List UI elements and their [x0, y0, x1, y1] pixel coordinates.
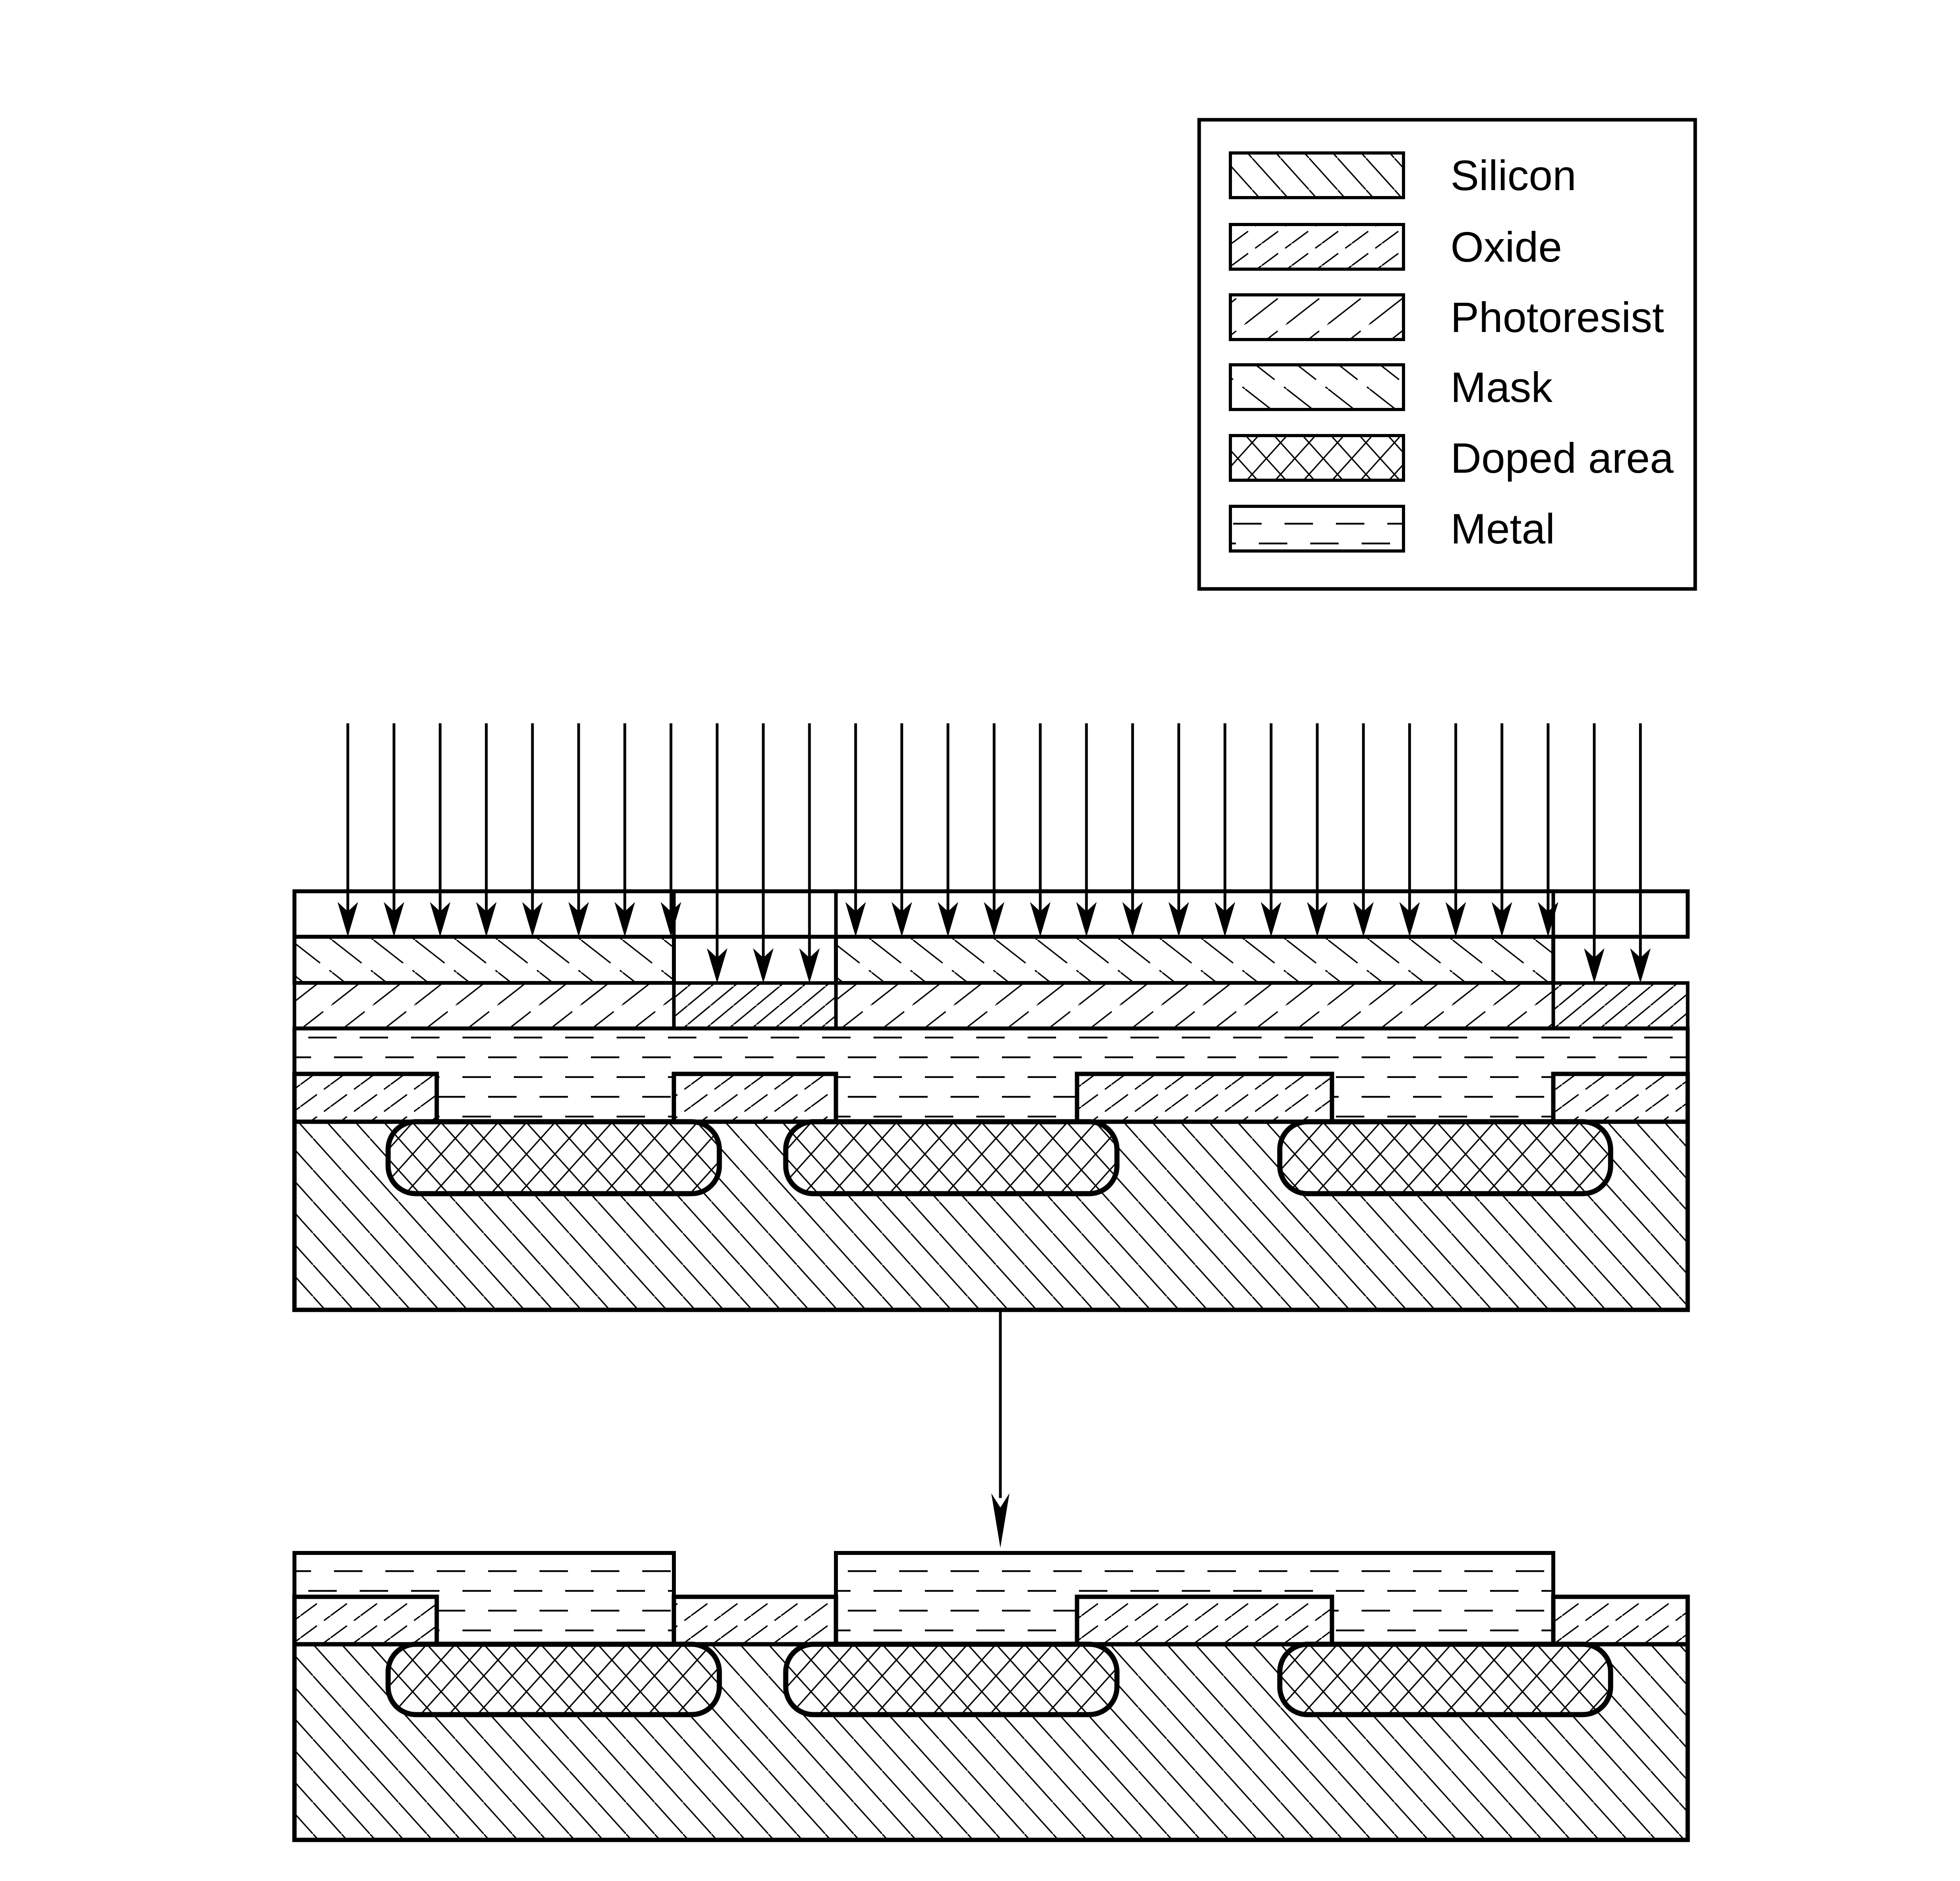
doped-area-result-1 [385, 1641, 722, 1717]
uv-ray-arrowhead-icon [522, 902, 543, 937]
uv-ray-arrowhead-icon [1445, 902, 1466, 937]
legend: Silicon Oxide Photoresist Mask Doped are… [1197, 118, 1697, 591]
uv-ray-arrowhead-icon [753, 948, 774, 983]
legend-swatch-doped-icon [1229, 434, 1405, 482]
oxide-bump-2 [672, 1072, 838, 1124]
legend-label-metal: Metal [1451, 505, 1555, 553]
uv-ray-arrowhead-icon [1122, 902, 1143, 937]
uv-ray-arrowhead-icon [1215, 902, 1236, 937]
uv-ray-arrowhead-icon [707, 948, 728, 983]
process-step-arrow-icon [991, 1310, 1009, 1548]
legend-swatch-mask-icon [1229, 363, 1405, 411]
uv-ray-arrowhead-icon [891, 902, 912, 937]
photoresist-unexposed-middle [834, 981, 1555, 1030]
oxide-bump-4 [1551, 1072, 1690, 1124]
oxide-bump-1 [292, 1072, 439, 1124]
oxide-bump-result-1 [292, 1594, 439, 1647]
uv-ray-arrowhead-icon [938, 902, 958, 937]
mask-segment-right [834, 935, 1555, 985]
oxide-bump-result-4 [1551, 1594, 1690, 1647]
uv-ray-arrowhead-icon [383, 902, 404, 937]
uv-ray-arrowhead-icon [1353, 902, 1374, 937]
doped-area-2 [783, 1119, 1120, 1196]
legend-label-doped: Doped area [1451, 434, 1674, 482]
metal-layer [292, 1026, 1690, 1124]
uv-ray-arrowhead-icon [1261, 902, 1281, 937]
legend-label-photoresist: Photoresist [1451, 293, 1664, 341]
photoresist-exposed-left [672, 981, 838, 1030]
uv-ray-arrowhead-icon [1307, 902, 1328, 937]
doped-area-3 [1277, 1119, 1613, 1196]
uv-ray-arrowhead-icon [1076, 902, 1097, 937]
mask-segment-left [292, 935, 676, 985]
uv-light-arrows [338, 723, 1651, 983]
uv-ray-arrowhead-icon [338, 902, 358, 937]
oxide-bump-result-3 [1075, 1594, 1334, 1647]
doped-area-result-3 [1277, 1641, 1613, 1717]
oxide-bump-3 [1075, 1072, 1334, 1124]
photoresist-unexposed-left [292, 981, 676, 1030]
doped-area-1 [385, 1119, 722, 1196]
uv-ray-arrowhead-icon [1630, 948, 1651, 983]
legend-label-silicon: Silicon [1451, 151, 1576, 199]
uv-ray-arrowhead-icon [984, 902, 1005, 937]
uv-ray-arrowhead-icon [845, 902, 866, 937]
uv-ray-arrowhead-icon [1537, 902, 1558, 937]
uv-ray-arrowhead-icon [476, 902, 497, 937]
uv-ray-arrowhead-icon [430, 902, 451, 937]
uv-ray-arrowhead-icon [1492, 902, 1512, 937]
legend-swatch-photoresist-icon [1229, 293, 1405, 341]
process-step-arrow-head [991, 1493, 1009, 1548]
legend-label-oxide: Oxide [1451, 223, 1562, 271]
doped-area-result-2 [783, 1641, 1120, 1717]
legend-label-mask: Mask [1451, 363, 1553, 411]
uv-ray-arrowhead-icon [1399, 902, 1420, 937]
legend-swatch-oxide-icon [1229, 223, 1405, 271]
uv-ray-arrowhead-icon [660, 902, 681, 937]
result-cross-section [292, 1551, 1690, 1842]
uv-ray-arrowhead-icon [1030, 902, 1051, 937]
legend-swatch-metal-icon [1229, 505, 1405, 553]
photoresist-exposed-right [1551, 981, 1690, 1030]
uv-ray-arrowhead-icon [568, 902, 589, 937]
uv-ray-arrowhead-icon [1584, 948, 1605, 983]
uv-ray-arrowhead-icon [614, 902, 635, 937]
uv-ray-arrowhead-icon [799, 948, 820, 983]
legend-swatch-silicon-icon [1229, 151, 1405, 199]
uv-ray-arrowhead-icon [1168, 902, 1189, 937]
exposure-cross-section [292, 889, 1690, 1312]
oxide-bump-result-2 [672, 1594, 838, 1647]
